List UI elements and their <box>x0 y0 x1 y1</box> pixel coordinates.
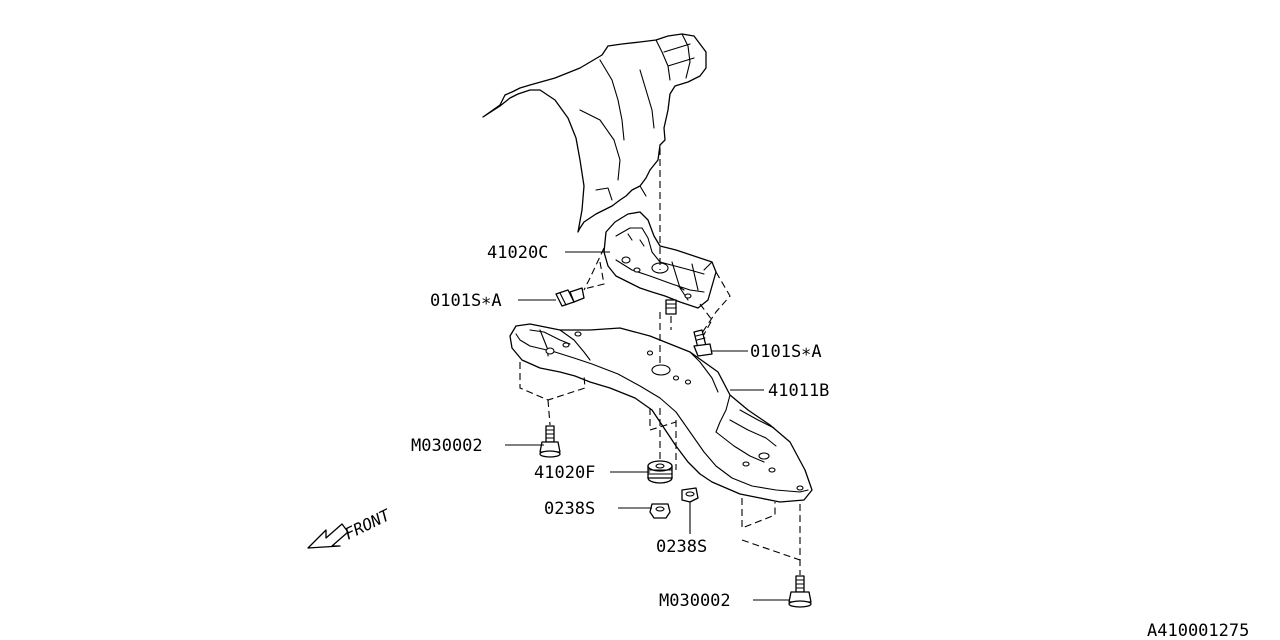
front-indicator: FRONT <box>307 505 394 549</box>
label-cushion: 41020F <box>534 463 595 483</box>
bolt-right <box>693 329 713 357</box>
nut-right <box>681 487 699 503</box>
figure-code: A410001275 <box>1147 621 1249 640</box>
leader-lines <box>505 251 790 601</box>
label-nut-right: 0238S <box>656 537 707 557</box>
label-bracket: 41020C <box>487 243 548 263</box>
front-arrow-icon <box>307 523 349 549</box>
front-label: FRONT <box>341 505 394 544</box>
crossmember <box>509 323 813 503</box>
bracket-stud <box>665 299 677 315</box>
stud-left <box>539 425 561 458</box>
label-crossmember: 41011B <box>768 381 829 401</box>
transmission-housing <box>482 33 707 233</box>
nut-left <box>649 503 671 519</box>
label-bolt-left: 0101S∗A <box>430 291 502 311</box>
label-stud-left: M030002 <box>411 436 483 456</box>
label-bolt-right: 0101S∗A <box>750 342 822 362</box>
stud-bottom <box>788 575 812 608</box>
label-nut-left: 0238S <box>544 499 595 519</box>
assembly-lines <box>519 148 801 575</box>
cushion <box>647 460 673 484</box>
label-stud-bottom: M030002 <box>659 591 731 611</box>
bolt-left <box>555 287 585 307</box>
